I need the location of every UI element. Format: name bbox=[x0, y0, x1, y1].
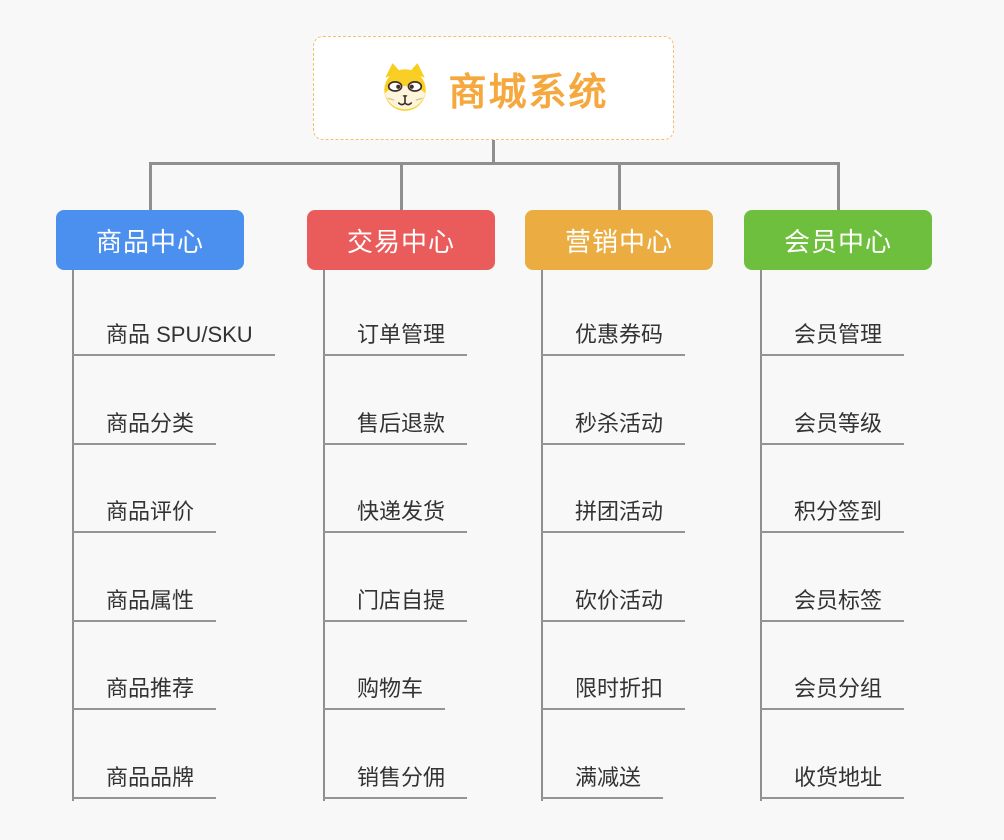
dog-face-icon bbox=[384, 63, 427, 111]
leaf-topic-label: 会员管理 bbox=[794, 322, 883, 347]
branch-label: 商品中心 bbox=[95, 226, 204, 257]
leaf-topic[interactable]: 砍价活动 bbox=[541, 582, 686, 622]
leaf-topic[interactable]: 商品推荐 bbox=[72, 670, 217, 710]
leaf-topic[interactable]: 销售分佣 bbox=[323, 759, 468, 799]
leaf-topic[interactable]: 拼团活动 bbox=[541, 493, 686, 533]
leaf-topic[interactable]: 商品评价 bbox=[72, 493, 217, 533]
leaf-topic-label: 快递发货 bbox=[357, 499, 446, 524]
leaf-topic[interactable]: 收货地址 bbox=[760, 759, 905, 799]
branch-node-trade-center[interactable]: 交易中心 bbox=[307, 210, 495, 270]
leaf-topic[interactable]: 会员管理 bbox=[760, 316, 905, 356]
leaf-topic-label: 门店自提 bbox=[357, 588, 446, 613]
branch-node-product-center[interactable]: 商品中心 bbox=[56, 210, 244, 270]
leaf-topic-label: 收货地址 bbox=[794, 765, 883, 790]
leaf-topic-label: 商品 SPU/SKU bbox=[106, 322, 253, 347]
leaf-topic[interactable]: 订单管理 bbox=[323, 316, 468, 356]
leaf-topic-label: 优惠券码 bbox=[575, 322, 664, 347]
branch-bus-line bbox=[148, 162, 840, 165]
leaf-topic-label: 砍价活动 bbox=[575, 588, 664, 613]
branch-drop-line bbox=[399, 162, 403, 210]
leaf-topic-label: 商品属性 bbox=[106, 588, 195, 613]
leaf-topic-label: 商品推荐 bbox=[106, 676, 195, 701]
branch-drop-line bbox=[617, 162, 621, 210]
leaf-topic-label: 商品分类 bbox=[106, 411, 195, 436]
leaf-topic[interactable]: 限时折扣 bbox=[541, 670, 686, 710]
leaf-topic[interactable]: 门店自提 bbox=[323, 582, 468, 622]
branch-label: 会员中心 bbox=[783, 226, 892, 257]
leaf-topic[interactable]: 秒杀活动 bbox=[541, 405, 686, 445]
branch-drop-line bbox=[148, 162, 152, 210]
root-title: 商城系统 bbox=[448, 71, 609, 114]
branch-spine-line bbox=[72, 270, 74, 801]
branch-node-marketing-center[interactable]: 营销中心 bbox=[525, 210, 713, 270]
leaf-topic[interactable]: 优惠券码 bbox=[541, 316, 686, 356]
leaf-topic-label: 拼团活动 bbox=[575, 499, 664, 524]
leaf-topic[interactable]: 会员等级 bbox=[760, 405, 905, 445]
leaf-topic[interactable]: 商品 SPU/SKU bbox=[72, 316, 275, 356]
branch-spine-line bbox=[760, 270, 762, 801]
leaf-topic-label: 会员分组 bbox=[794, 676, 883, 701]
leaf-topic[interactable]: 快递发货 bbox=[323, 493, 468, 533]
leaf-topic[interactable]: 购物车 bbox=[323, 670, 446, 710]
root-node[interactable]: 商城系统 bbox=[313, 36, 674, 140]
branch-drop-line bbox=[836, 162, 840, 210]
leaf-topic-label: 商品评价 bbox=[106, 499, 195, 524]
leaf-topic[interactable]: 积分签到 bbox=[760, 493, 905, 533]
leaf-topic-label: 售后退款 bbox=[357, 411, 446, 436]
leaf-topic-label: 会员标签 bbox=[794, 588, 883, 613]
leaf-topic-label: 商品品牌 bbox=[106, 765, 195, 790]
leaf-topic[interactable]: 满减送 bbox=[541, 759, 664, 799]
leaf-topic-label: 积分签到 bbox=[794, 499, 883, 524]
leaf-topic-label: 会员等级 bbox=[794, 411, 883, 436]
branch-label: 交易中心 bbox=[346, 226, 455, 257]
leaf-topic[interactable]: 会员分组 bbox=[760, 670, 905, 710]
leaf-topic-label: 订单管理 bbox=[357, 322, 446, 347]
branch-spine-line bbox=[541, 270, 543, 801]
leaf-topic[interactable]: 商品分类 bbox=[72, 405, 217, 445]
leaf-topic-label: 秒杀活动 bbox=[575, 411, 664, 436]
leaf-topic-label: 限时折扣 bbox=[575, 676, 664, 701]
branch-spine-line bbox=[323, 270, 325, 801]
leaf-topic-label: 满减送 bbox=[575, 765, 642, 790]
branch-label: 营销中心 bbox=[564, 226, 673, 257]
leaf-topic[interactable]: 商品属性 bbox=[72, 582, 217, 622]
leaf-topic-label: 销售分佣 bbox=[357, 765, 446, 790]
leaf-topic[interactable]: 售后退款 bbox=[323, 405, 468, 445]
leaf-topic[interactable]: 商品品牌 bbox=[72, 759, 217, 799]
leaf-topic[interactable]: 会员标签 bbox=[760, 582, 905, 622]
branch-node-member-center[interactable]: 会员中心 bbox=[744, 210, 932, 270]
leaf-topic-label: 购物车 bbox=[357, 676, 424, 701]
root-connector-line bbox=[491, 140, 495, 165]
